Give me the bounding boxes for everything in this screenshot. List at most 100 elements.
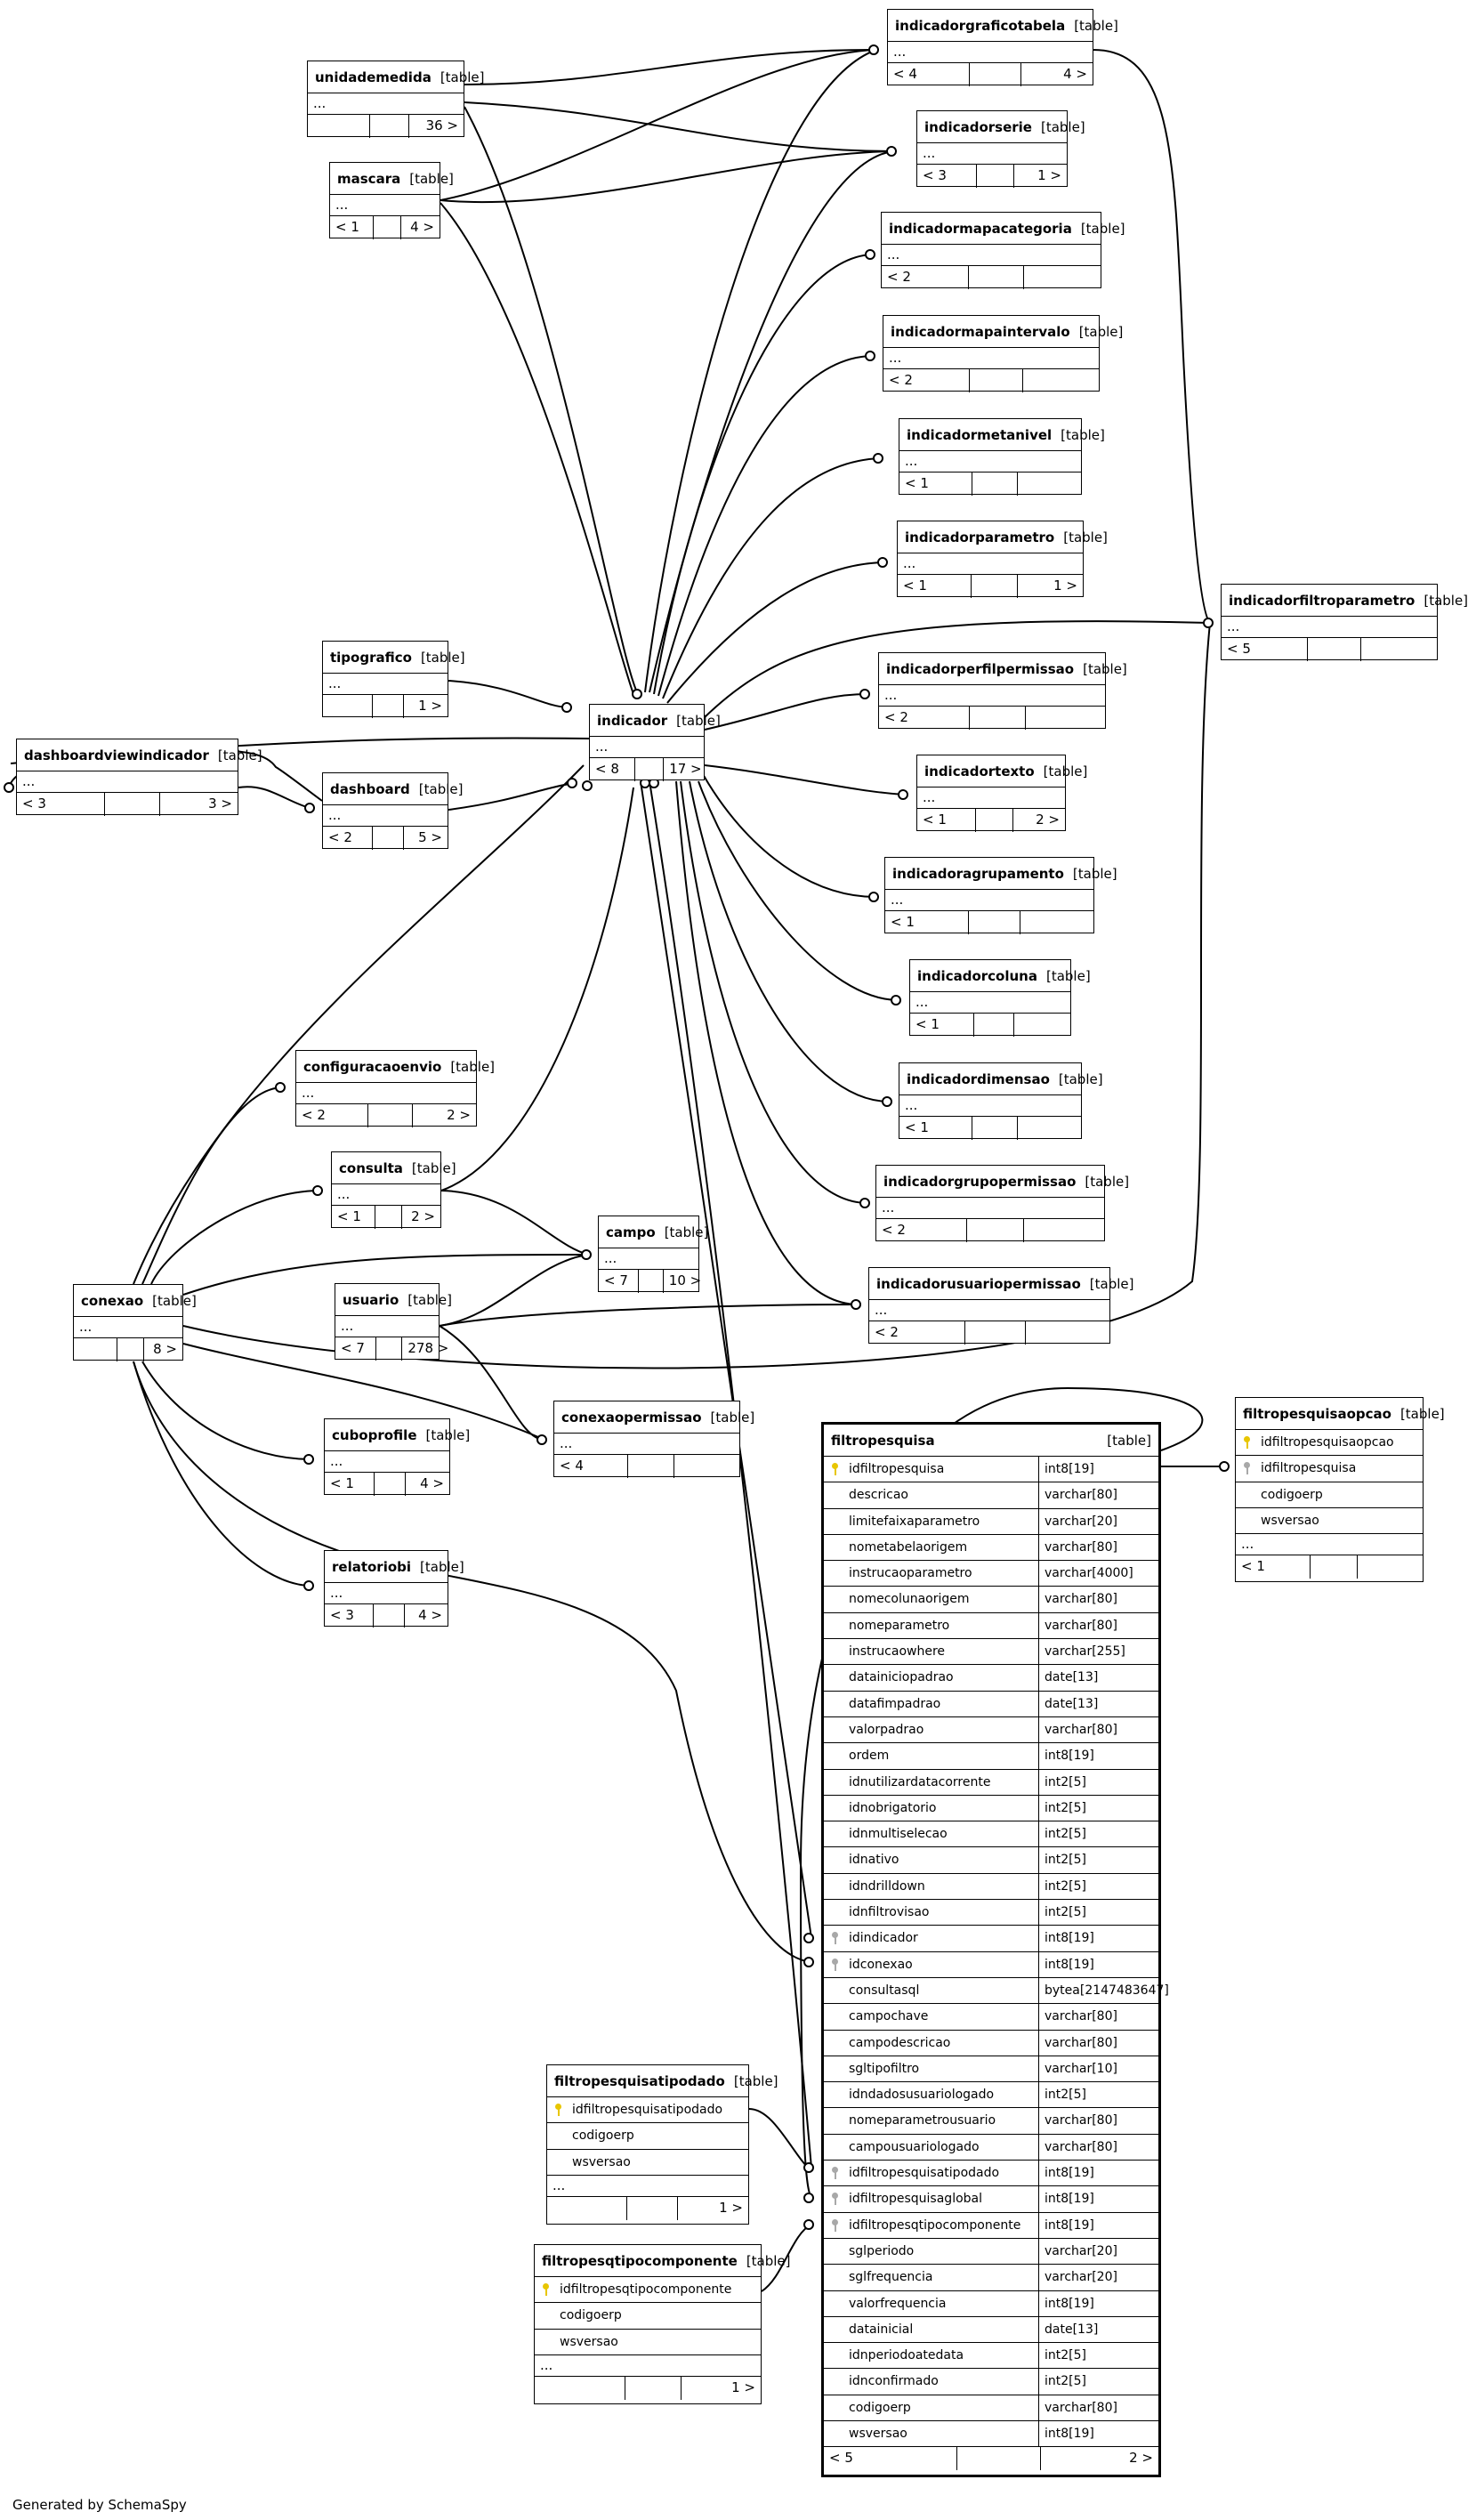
relationship-endpoint bbox=[303, 1580, 314, 1591]
relationship-line bbox=[689, 780, 891, 1102]
table-indicadormetanivel[interactable]: indicadormetanivel[table]...< 1 bbox=[899, 418, 1105, 496]
column-row[interactable]: codigoerp bbox=[547, 2123, 748, 2150]
table-indicadorfiltroparametro[interactable]: indicadorfiltroparametro[table]...< 5 bbox=[1221, 584, 1468, 661]
parent-count: < 4 bbox=[888, 63, 970, 86]
table-footer: < 2 bbox=[882, 266, 1101, 289]
table-tipografico[interactable]: tipografico[table]...1 > bbox=[322, 641, 465, 718]
column-row[interactable]: wsversao bbox=[1236, 1508, 1423, 1535]
table-filtropesquisatipodado[interactable]: filtropesquisatipodado[table]idfiltropes… bbox=[546, 2064, 778, 2225]
column-name: campodescricao bbox=[849, 2035, 951, 2050]
column-name: descricao bbox=[849, 1488, 908, 1503]
table-indicadoragrupamento[interactable]: indicadoragrupamento[table]...< 1 bbox=[884, 857, 1117, 934]
table-filtropesquisaopcao[interactable]: filtropesquisaopcao[table]idfiltropesqui… bbox=[1235, 1397, 1445, 1582]
table-indicadormapacategoria[interactable]: indicadormapacategoria[table]...< 2 bbox=[881, 212, 1125, 289]
table-indicadorperfilpermissao[interactable]: indicadorperfilpermissao[table]...< 2 bbox=[878, 652, 1127, 730]
table-indicadorusuariopermissao[interactable]: indicadorusuariopermissao[table]...< 2 bbox=[868, 1267, 1133, 1345]
parent-count: < 2 bbox=[882, 266, 970, 289]
table-indicadorcoluna[interactable]: indicadorcoluna[table]...< 1 bbox=[909, 959, 1091, 1037]
table-indicadormapaintervalo[interactable]: indicadormapaintervalo[table]...< 2 bbox=[883, 315, 1123, 392]
column-row[interactable]: idfiltropesquisatipodado bbox=[547, 2097, 748, 2124]
column-row[interactable]: wsversao bbox=[547, 2150, 748, 2176]
footer-middle bbox=[969, 911, 1021, 934]
table-header: indicadormetanivel[table] bbox=[899, 419, 1105, 451]
table-filtropesqtipocomponente[interactable]: filtropesqtipocomponente[table]idfiltrop… bbox=[534, 2244, 791, 2404]
table-indicadorgrupopermissao[interactable]: indicadorgrupopermissao[table]...< 2 bbox=[875, 1165, 1129, 1242]
column-row[interactable]: wsversao bbox=[535, 2330, 761, 2355]
column-row[interactable]: idfiltropesquisa bbox=[1236, 1456, 1423, 1482]
column-row[interactable]: codigoerp bbox=[535, 2303, 761, 2330]
table-tag: [table] bbox=[746, 2252, 791, 2269]
table-indicadordimensao[interactable]: indicadordimensao[table]...< 1 bbox=[899, 1062, 1103, 1140]
column-row[interactable]: idfiltropesquisaopcao bbox=[1236, 1430, 1423, 1457]
table-name: indicador bbox=[597, 712, 668, 729]
table-header: conexao[table] bbox=[74, 1285, 197, 1317]
column-row[interactable]: codigoerp bbox=[1236, 1482, 1423, 1508]
column-type: int8[19] bbox=[1038, 1951, 1158, 1977]
table-unidademedida[interactable]: unidademedida[table]...36 > bbox=[307, 61, 485, 138]
column-row[interactable]: idfiltropesqtipocomponente bbox=[535, 2277, 761, 2304]
column-name: idfiltropesqtipocomponente bbox=[824, 2213, 1038, 2238]
column-type: varchar[80] bbox=[1038, 1534, 1158, 1561]
table-tag: [table] bbox=[1078, 323, 1124, 340]
ellipsis-row: ... bbox=[535, 2355, 761, 2377]
column-name: ordem bbox=[849, 1749, 890, 1764]
table-conexao[interactable]: conexao[table]...8 > bbox=[73, 1284, 197, 1361]
table-conexaopermissao[interactable]: conexaopermissao[table]...< 4 bbox=[553, 1401, 754, 1478]
parent-count: < 2 bbox=[296, 1104, 368, 1127]
